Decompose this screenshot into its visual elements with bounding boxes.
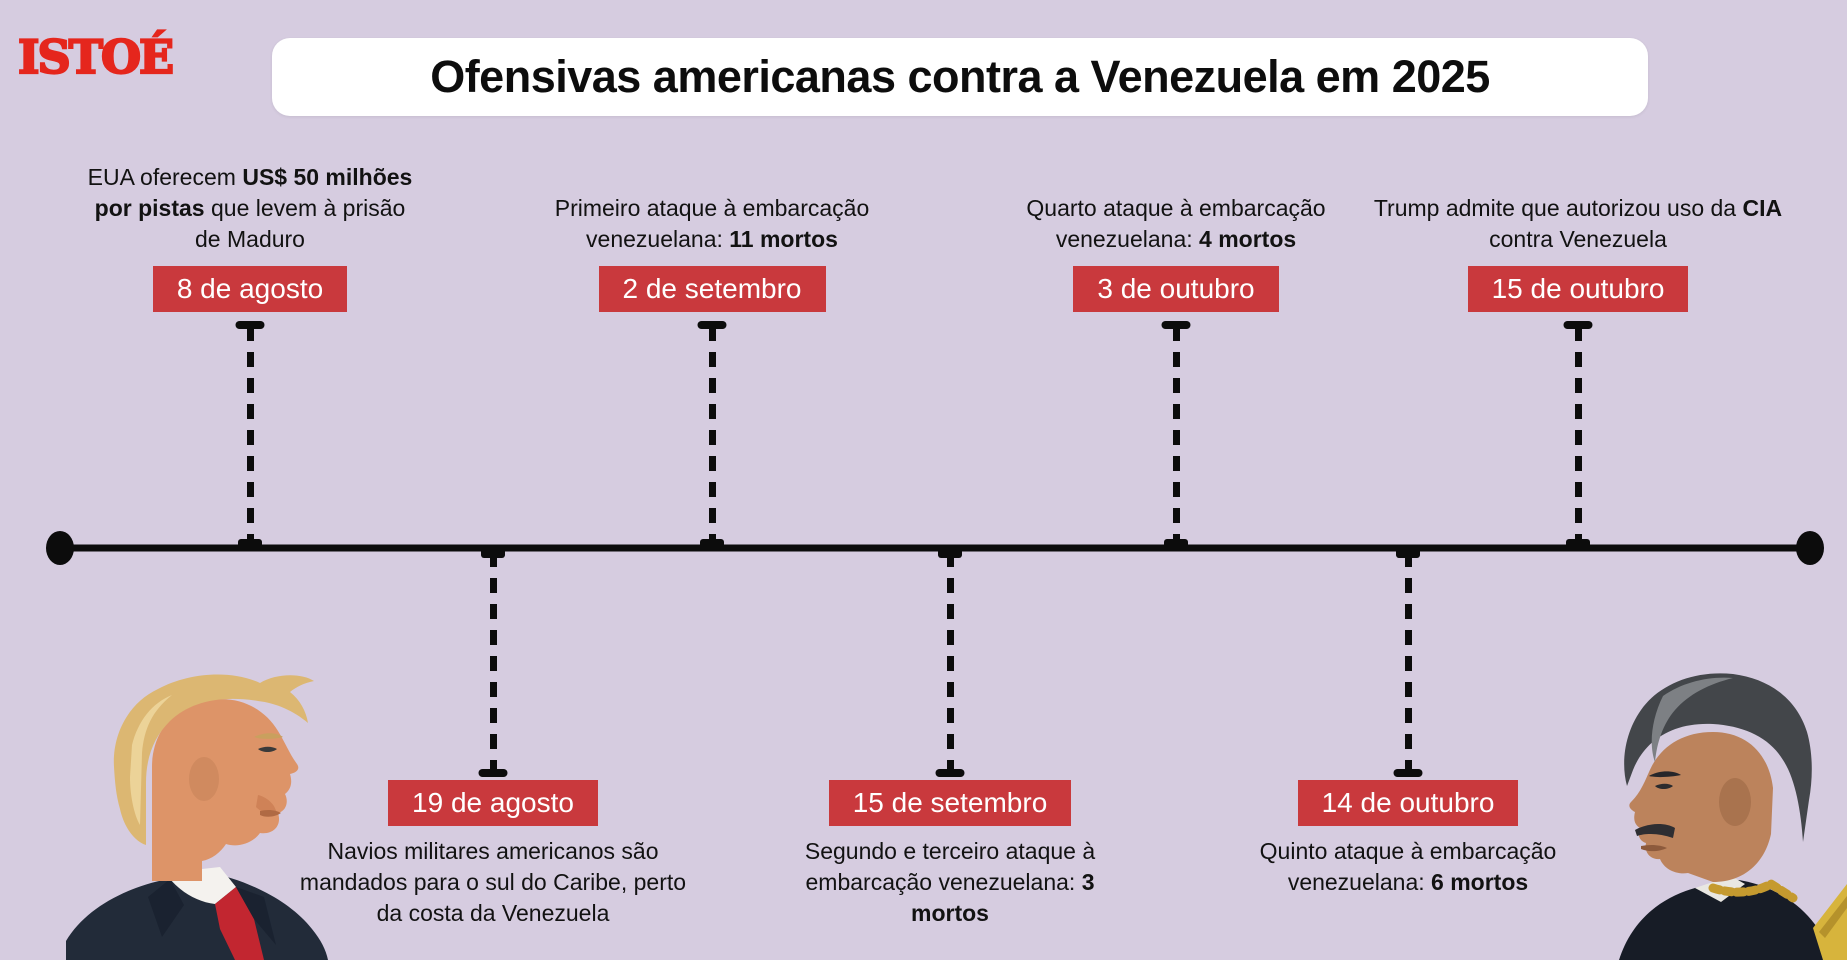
event-connector: [246, 326, 254, 545]
event-connector: [1574, 326, 1582, 545]
event-description: Trump admite que autorizou uso da CIA co…: [1373, 194, 1783, 252]
event-connector: [1404, 552, 1412, 772]
page-title: Ofensivas americanas contra a Venezuela …: [430, 51, 1490, 102]
event-date-badge: 3 de outubro: [1073, 265, 1279, 312]
event-description: Primeiro ataque à embarcação venezuelana…: [554, 194, 870, 252]
timeline-start-dot: [46, 531, 74, 565]
event-description: Navios militares americanos são mandados…: [299, 838, 687, 927]
event-date-badge: 15 de setembro: [828, 780, 1072, 827]
event-connector: [1172, 326, 1180, 545]
event-date-badge: 2 de setembro: [598, 265, 826, 312]
event-description: Quarto ataque à embarcação venezuelana: …: [1026, 194, 1326, 252]
event-date-badge: 8 de agosto: [152, 265, 348, 312]
event-date-badge: 15 de outubro: [1467, 265, 1689, 312]
timeline-event: Trump admite que autorizou uso da CIA co…: [1368, 148, 1788, 312]
event-description: Segundo e terceiro ataque à embarcação v…: [804, 838, 1096, 927]
maduro-portrait: [1619, 673, 1847, 960]
event-connector: [946, 552, 954, 772]
event-description: EUA oferecem US$ 50 milhões por pistas q…: [87, 163, 413, 252]
event-date-badge: 14 de outubro: [1297, 780, 1519, 827]
event-connector: [708, 326, 716, 545]
event-description: Quinto ataque à embarcação venezuelana: …: [1259, 838, 1557, 896]
timeline-event: EUA oferecem US$ 50 milhões por pistas q…: [80, 148, 420, 312]
title-box: Ofensivas americanas contra a Venezuela …: [272, 38, 1648, 116]
timeline-event: Quarto ataque à embarcação venezuelana: …: [1001, 148, 1351, 312]
istoe-logo: ISTOÉ: [17, 30, 175, 84]
event-date-badge: 19 de agosto: [388, 780, 598, 827]
event-connector: [489, 552, 497, 772]
timeline-end-dot: [1796, 531, 1824, 565]
timeline-event: Primeiro ataque à embarcação venezuelana…: [527, 148, 897, 312]
